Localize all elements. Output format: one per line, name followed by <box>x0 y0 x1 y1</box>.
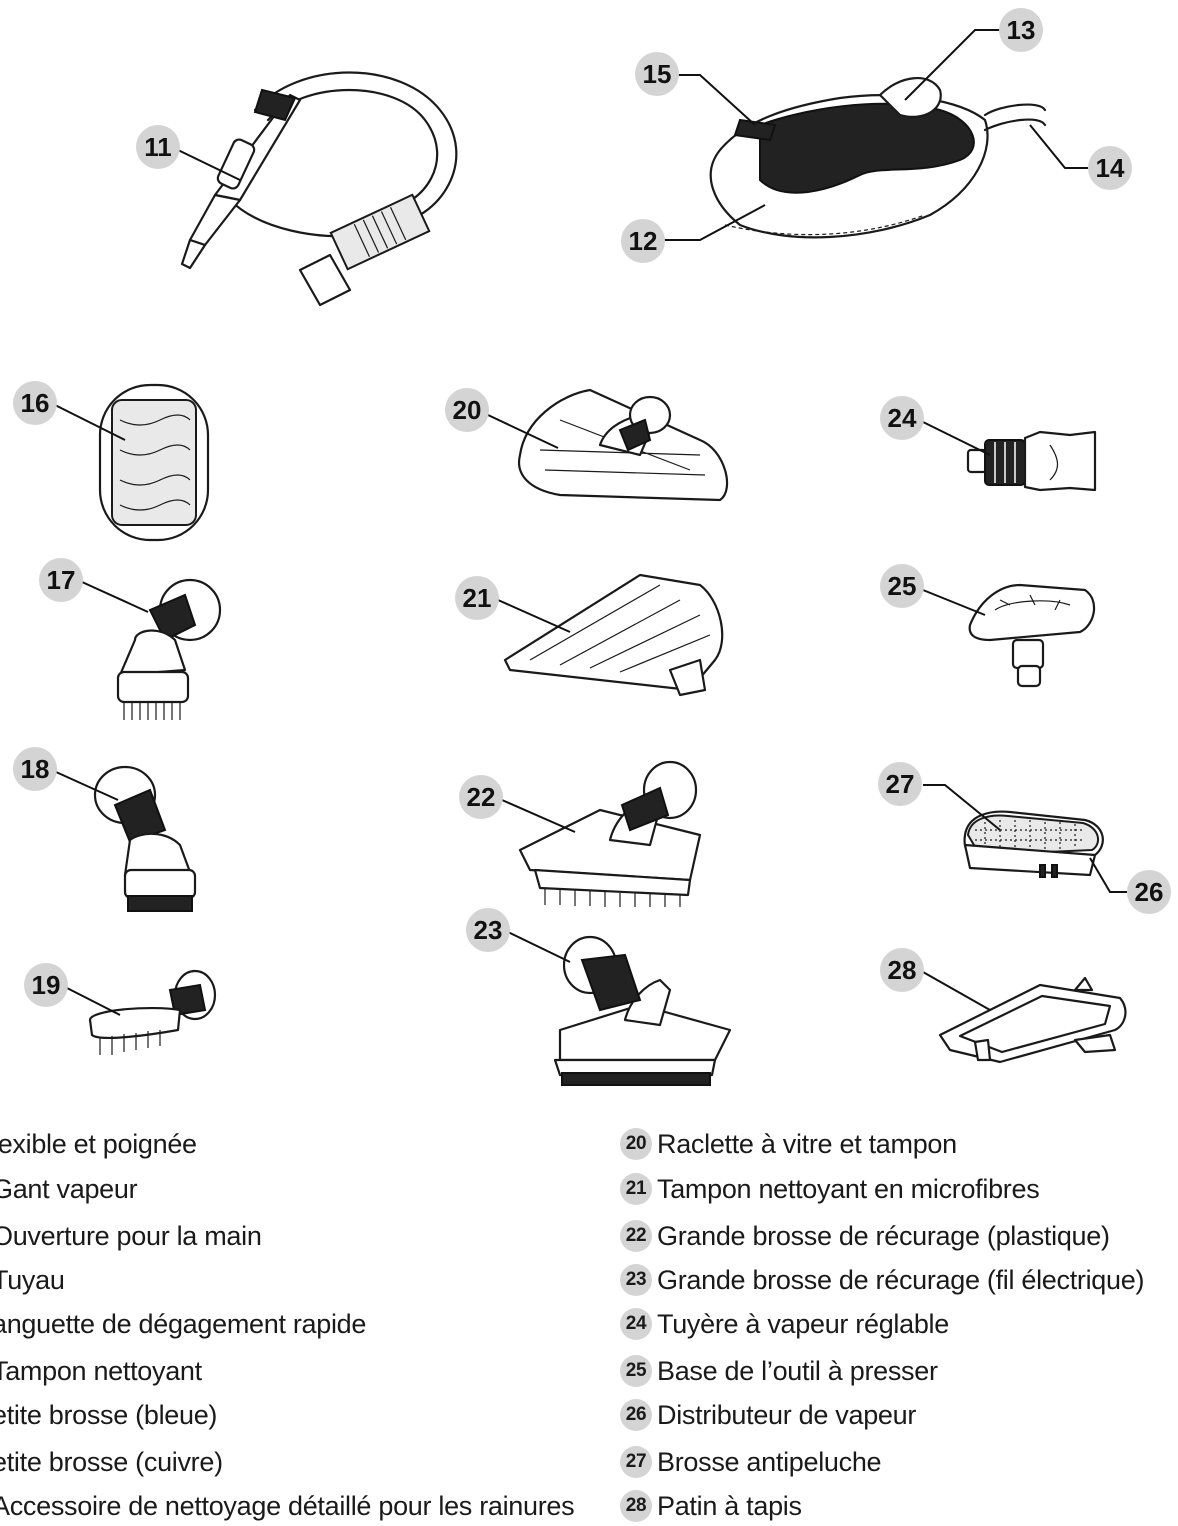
part-18-small-brush-copper <box>93 765 197 912</box>
legend-label: Accessoire de nettoyage détaillé pour le… <box>0 1490 575 1521</box>
callout-badge-19: 19 <box>24 963 68 1007</box>
part-28-carpet-glider <box>938 976 1127 1064</box>
callout-badge-26: 26 <box>1127 870 1171 914</box>
callout-badge-22: 22 <box>459 775 503 819</box>
legend-label: Gant vapeur <box>0 1173 138 1204</box>
callout-badge-24: 24 <box>880 396 924 440</box>
legend-label: Grande brosse de récurage (fil électriqu… <box>657 1264 1145 1295</box>
legend-label: Tampon nettoyant en microfibres <box>657 1173 1040 1204</box>
callout-badge-12: 12 <box>621 219 665 263</box>
legend-label: Tuyau <box>0 1264 65 1295</box>
legend-item-12: 12Gant vapeur <box>0 1169 138 1209</box>
legend-label: Patin à tapis <box>657 1490 802 1521</box>
part-19-detail-grout-accessory <box>88 969 217 1055</box>
legend-item-18: 18etite brosse (cuivre) <box>0 1442 223 1482</box>
svg-text:15: 15 <box>643 59 672 89</box>
svg-text:25: 25 <box>888 571 917 601</box>
part-17-small-brush-blue <box>116 578 222 720</box>
svg-text:23: 23 <box>474 915 503 945</box>
legend-label: anguette de dégagement rapide <box>0 1308 367 1339</box>
callout-badge-27: 27 <box>878 762 922 806</box>
callout-badge-28: 28 <box>880 948 924 992</box>
legend-label: Base de l’outil à presser <box>657 1355 938 1386</box>
svg-text:18: 18 <box>21 754 50 784</box>
callout-badge-25: 25 <box>880 564 924 608</box>
part-21-microfibre-pad <box>503 573 724 697</box>
svg-text:14: 14 <box>1096 153 1125 183</box>
callout-badge-18: 18 <box>13 747 57 791</box>
legend-label: Brosse antipeluche <box>657 1446 882 1477</box>
legend-label: Grande brosse de récurage (plastique) <box>657 1220 1110 1251</box>
callout-badge-15: 15 <box>635 52 679 96</box>
legend-badge: 25 <box>620 1355 652 1387</box>
legend-label: Tuyère à vapeur réglable <box>657 1308 949 1339</box>
part-20-window-squeegee <box>517 388 729 502</box>
legend-badge: 21 <box>620 1173 652 1205</box>
leader-lines <box>54 29 1127 1016</box>
callout-badge-20: 20 <box>445 388 489 432</box>
svg-text:19: 19 <box>32 970 61 1000</box>
callout-badge-17: 17 <box>39 558 83 602</box>
legend-label: Ouverture pour la main <box>0 1220 262 1251</box>
svg-text:26: 26 <box>1135 877 1164 907</box>
part-24-adjustable-steam-nozzle <box>966 430 1097 492</box>
svg-text:22: 22 <box>467 782 496 812</box>
svg-text:11: 11 <box>144 132 172 162</box>
legend-badge: 26 <box>620 1399 652 1431</box>
svg-text:28: 28 <box>888 955 917 985</box>
legend-item-13: 13Ouverture pour la main <box>0 1216 262 1256</box>
legend-item-19: 19Accessoire de nettoyage détaillé pour … <box>0 1486 575 1526</box>
svg-text:16: 16 <box>21 388 50 418</box>
part-25-press-tool-base <box>968 583 1096 688</box>
legend-label: Tampon nettoyant <box>0 1355 202 1386</box>
legend-badge: 27 <box>620 1446 652 1478</box>
callout-badge-11: 11 <box>136 125 180 169</box>
legend-item-15: 15anguette de dégagement rapide <box>0 1304 366 1344</box>
callout-badge-14: 14 <box>1088 146 1132 190</box>
svg-text:24: 24 <box>888 403 917 433</box>
callout-badge-13: 13 <box>999 8 1043 52</box>
legend-item-17: 17etite brosse (bleue) <box>0 1395 217 1435</box>
legend-label: lexible et poignée <box>0 1128 197 1159</box>
legend-badge: 20 <box>620 1128 652 1160</box>
svg-text:17: 17 <box>47 565 76 595</box>
legend-badge: 24 <box>620 1308 652 1340</box>
part-16-cleaning-pad <box>98 383 210 542</box>
callout-badge-23: 23 <box>466 908 510 952</box>
legend-label: Distributeur de vapeur <box>657 1399 917 1430</box>
legend-item-14: 14Tuyau <box>0 1260 65 1300</box>
callout-badge-16: 16 <box>13 381 57 425</box>
legend-label: Raclette à vitre et tampon <box>657 1128 957 1159</box>
svg-text:13: 13 <box>1007 15 1036 45</box>
svg-text:20: 20 <box>453 395 482 425</box>
part-11-hose-handle <box>180 71 458 307</box>
part-26-27-lint-brush <box>963 810 1104 878</box>
part-12-15-steam-glove <box>709 76 1047 239</box>
svg-text:21: 21 <box>463 583 492 613</box>
callout-badge-21: 21 <box>455 576 499 620</box>
legend-badge: 22 <box>620 1220 652 1252</box>
part-22-large-scrub-brush-plastic <box>518 760 702 907</box>
legend-label: etite brosse (bleue) <box>0 1399 218 1430</box>
part-23-large-scrub-brush-wire <box>553 935 732 1086</box>
svg-text:27: 27 <box>886 769 915 799</box>
legend-label: etite brosse (cuivre) <box>0 1446 223 1477</box>
legend-badge: 23 <box>620 1264 652 1296</box>
legend-item-11: 11lexible et poignée <box>0 1124 197 1164</box>
legend-item-16: 16Tampon nettoyant <box>0 1351 202 1391</box>
legend-badge: 28 <box>620 1490 652 1522</box>
svg-text:12: 12 <box>629 226 658 256</box>
